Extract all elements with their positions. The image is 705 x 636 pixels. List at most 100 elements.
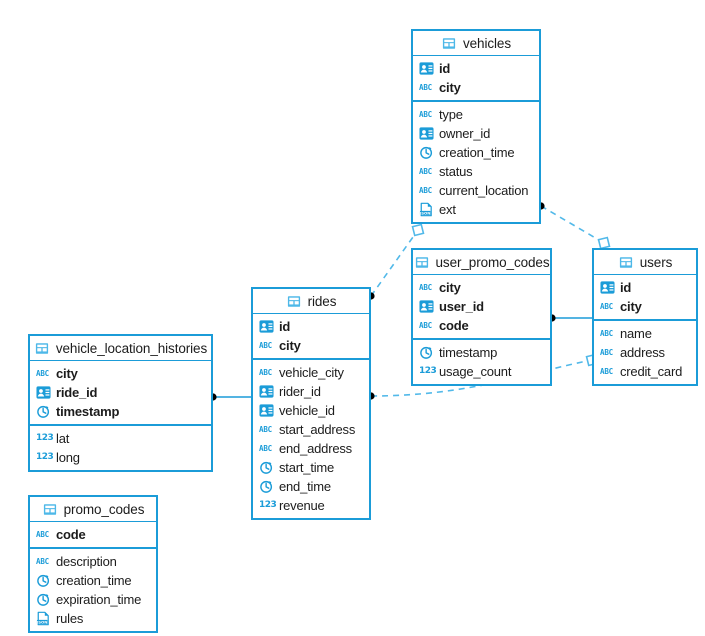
primary-key-column-row[interactable]: timestamp	[30, 402, 211, 421]
column-name: address	[620, 345, 665, 360]
table-name: user_promo_codes	[435, 254, 550, 270]
column-row[interactable]: ABC credit_card	[594, 362, 696, 381]
abc-string-type-icon: ABC	[259, 444, 272, 453]
column-row[interactable]: creation_time	[413, 143, 539, 162]
123-number-type-icon: 123	[419, 366, 437, 376]
relationship-users-to-user-promo-codes[interactable]	[548, 314, 592, 322]
primary-key-column-row[interactable]: id	[594, 278, 696, 297]
table-name: vehicle_location_histories	[55, 340, 208, 356]
column-name: ride_id	[56, 385, 98, 400]
column-name: code	[56, 527, 86, 542]
primary-key-column-row[interactable]: id	[413, 59, 539, 78]
primary-key-column-row[interactable]: id	[253, 317, 369, 336]
column-name: end_time	[279, 479, 331, 494]
table-grid-icon	[442, 37, 456, 49]
primary-key-column-row[interactable]: ride_id	[30, 383, 211, 402]
column-name: creation_time	[56, 573, 132, 588]
column-name: end_address	[279, 441, 352, 456]
column-row[interactable]: vehicle_id	[253, 401, 369, 420]
abc-string-type-icon: ABC	[36, 369, 49, 378]
table-header[interactable]: vehicles	[413, 31, 539, 56]
column-name: credit_card	[620, 364, 683, 379]
relationship-vehicles-to-users[interactable]	[537, 202, 611, 250]
abc-string-type-icon: ABC	[600, 348, 613, 357]
column-name: status	[439, 164, 473, 179]
clock-timestamp-type-icon	[420, 346, 433, 359]
column-row[interactable]: creation_time	[30, 571, 156, 590]
clock-timestamp-type-icon	[37, 405, 50, 418]
column-row[interactable]: timestamp	[413, 343, 550, 362]
column-name: city	[620, 299, 642, 314]
relationship-vehicle-location-histories-to-rides[interactable]	[209, 393, 251, 401]
abc-string-type-icon: ABC	[419, 321, 432, 330]
id-card-uuid-type-icon	[259, 320, 274, 333]
clock-timestamp-type-icon	[37, 574, 50, 587]
abc-string-type-icon: ABC	[600, 367, 613, 376]
column-name: vehicle_id	[279, 403, 335, 418]
table-header[interactable]: users	[594, 250, 696, 275]
column-row[interactable]: rider_id	[253, 382, 369, 401]
column-row[interactable]: owner_id	[413, 124, 539, 143]
column-name: current_location	[439, 183, 529, 198]
abc-string-type-icon: ABC	[259, 425, 272, 434]
table-grid-icon	[415, 256, 428, 268]
abc-string-type-icon: ABC	[259, 341, 272, 350]
table-header[interactable]: rides	[253, 289, 369, 314]
column-name: id	[620, 280, 632, 295]
column-name: long	[56, 450, 80, 465]
table-header[interactable]: vehicle_location_histories	[30, 336, 211, 361]
table-name: vehicles	[463, 35, 511, 51]
column-row[interactable]: end_time	[253, 477, 369, 496]
123-number-type-icon: 123	[259, 500, 277, 510]
id-card-uuid-type-icon	[36, 386, 51, 399]
column-row[interactable]: ABC end_address	[253, 439, 369, 458]
id-card-uuid-type-icon	[259, 404, 274, 417]
primary-key-column-row[interactable]: ABC city	[253, 336, 369, 355]
clock-timestamp-type-icon	[260, 480, 273, 493]
column-name: city	[279, 338, 301, 353]
primary-key-column-row[interactable]: ABC city	[30, 364, 211, 383]
column-name: name	[620, 326, 652, 341]
column-row[interactable]: expiration_time	[30, 590, 156, 609]
column-name: city	[56, 366, 78, 381]
id-card-uuid-type-icon	[600, 281, 615, 294]
table-header[interactable]: user_promo_codes	[413, 250, 550, 275]
column-name: creation_time	[439, 145, 515, 160]
column-row[interactable]: start_time	[253, 458, 369, 477]
table-header[interactable]: promo_codes	[30, 497, 156, 522]
primary-key-column-row[interactable]: user_id	[413, 297, 550, 316]
column-name: lat	[56, 431, 70, 446]
column-name: id	[279, 319, 291, 334]
abc-string-type-icon: ABC	[36, 557, 49, 566]
column-row[interactable]: ABC address	[594, 343, 696, 362]
